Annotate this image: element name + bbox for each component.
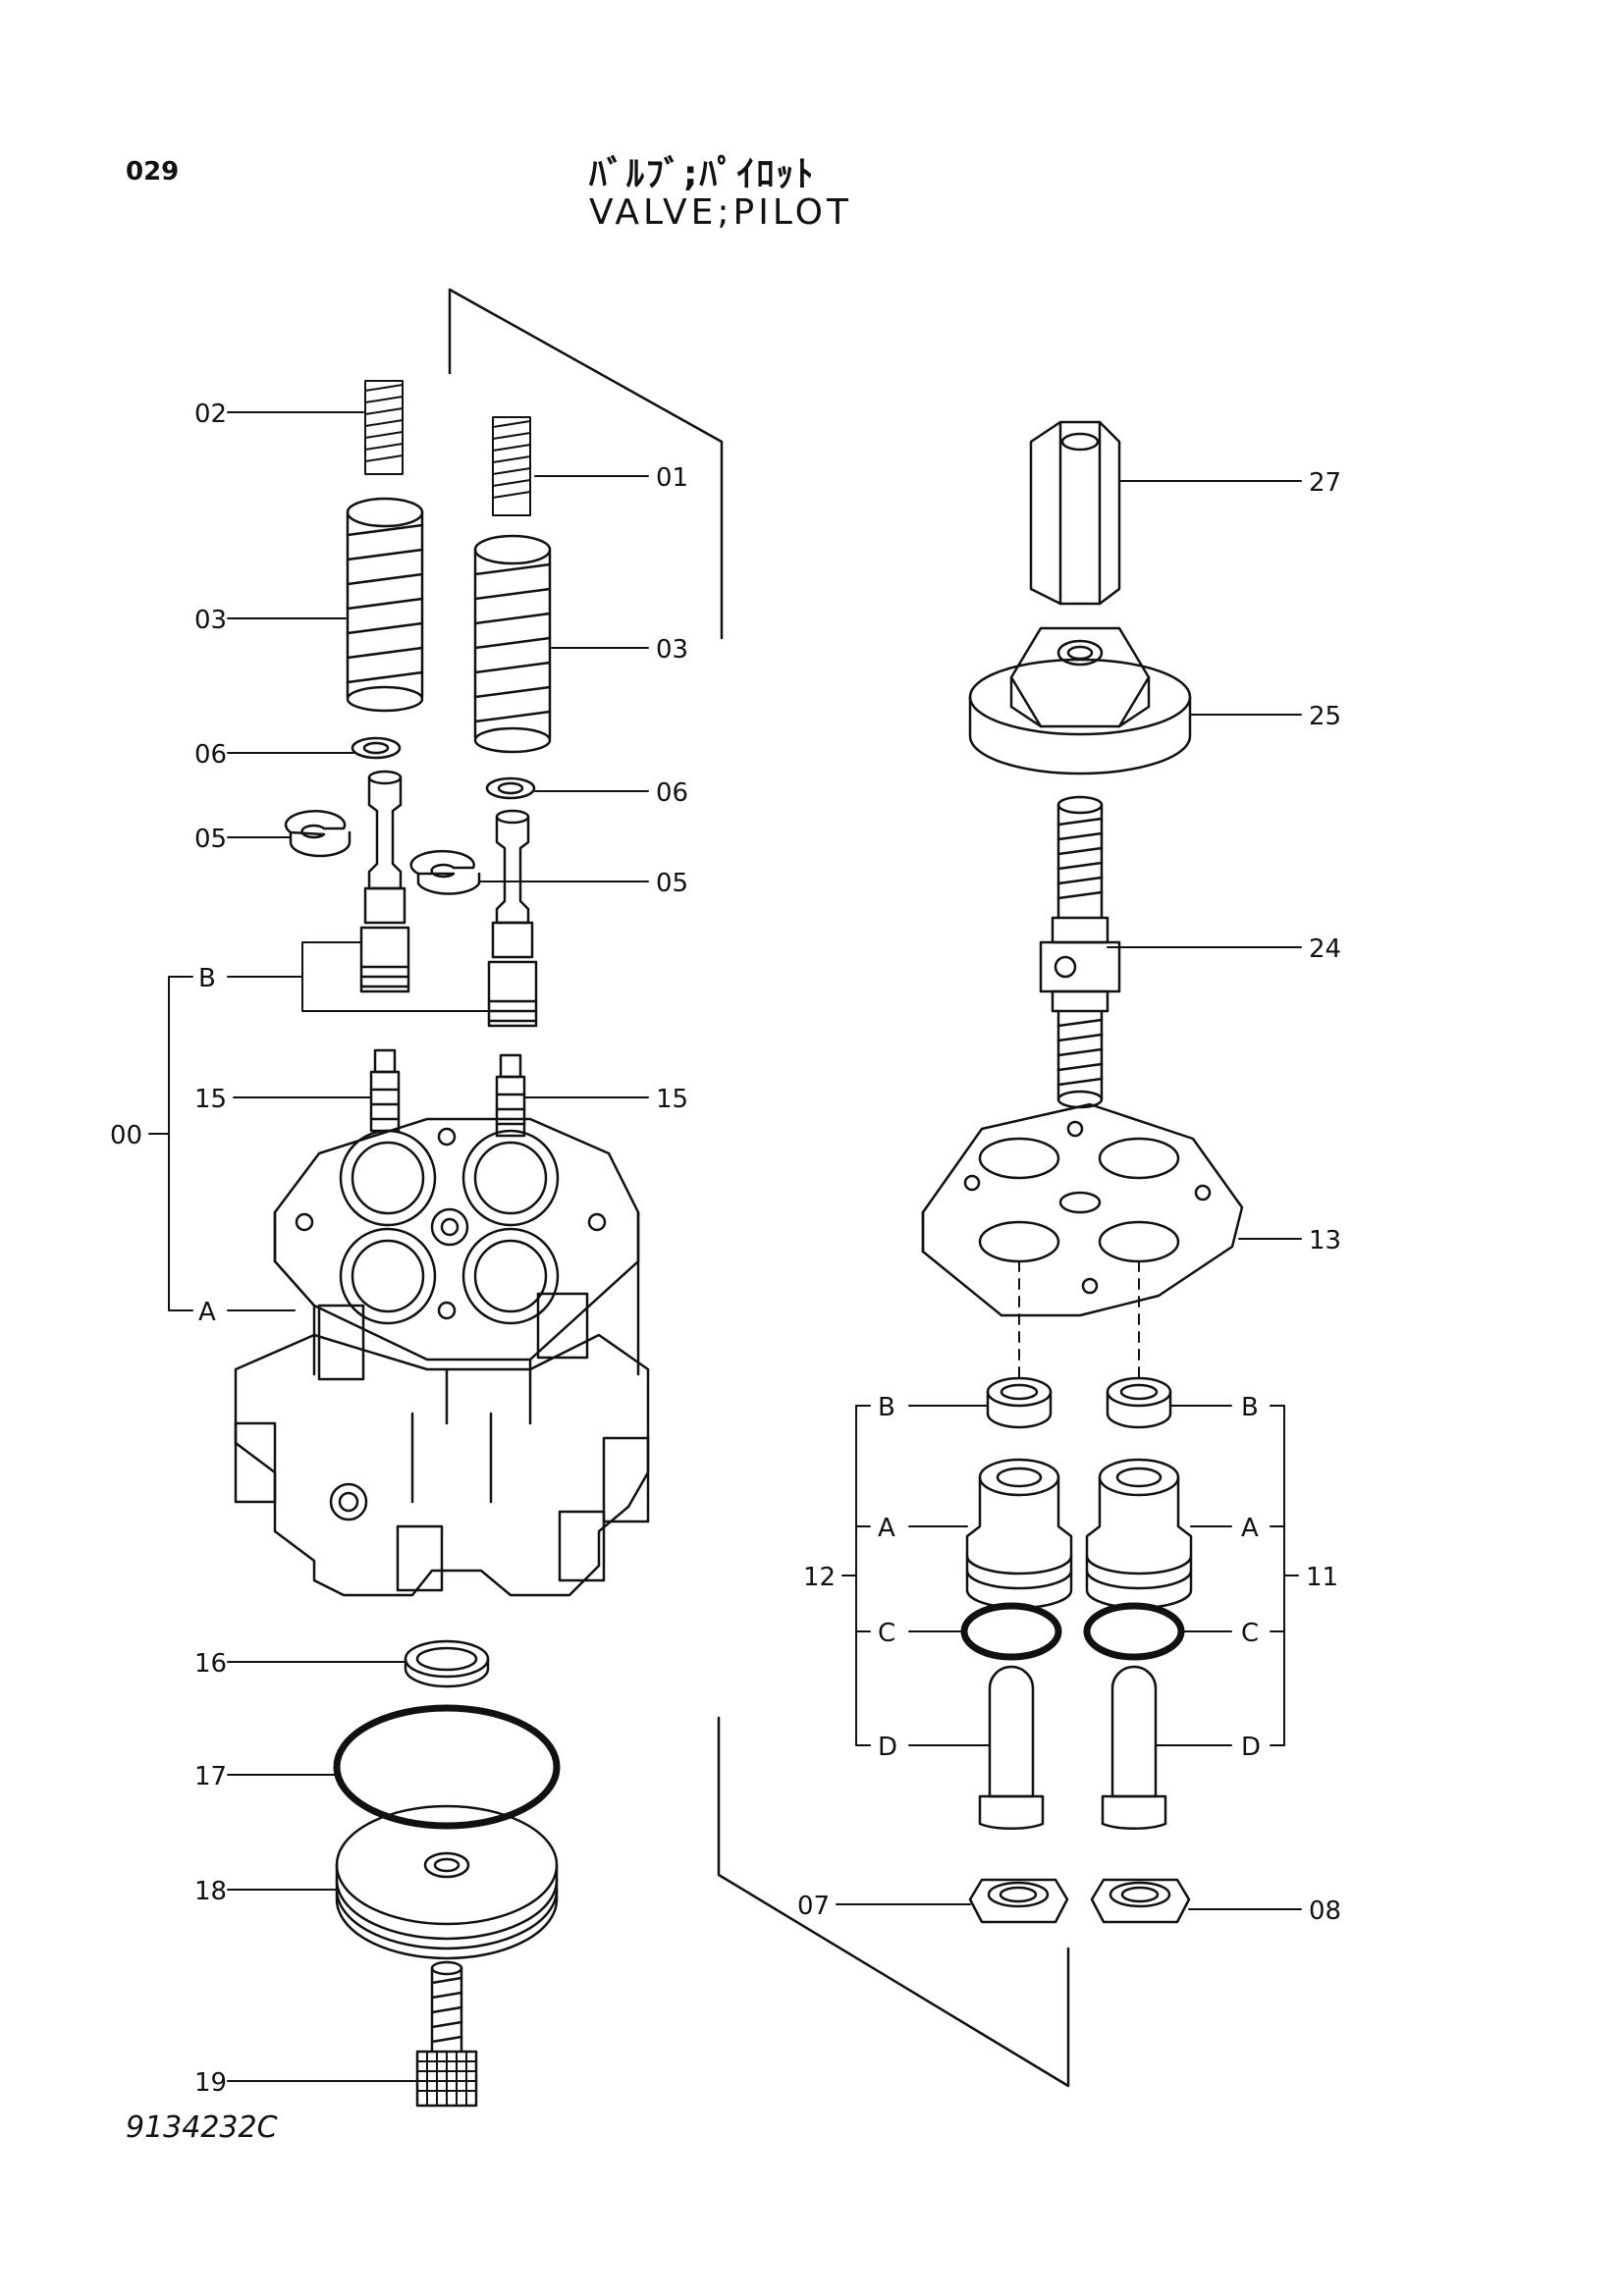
o-ring-c-12 [960, 1602, 1062, 1661]
label-sub-d-11: D [1241, 1733, 1261, 1762]
label-part-19: 19 [194, 2068, 227, 2098]
title-japanese: ﾊﾞﾙﾌﾞ;ﾊﾟｲﾛｯﾄ [589, 154, 816, 194]
seal-16 [404, 1639, 490, 1688]
drawing-number: 9134232C [126, 2110, 278, 2145]
group-bracket-top [448, 288, 724, 640]
small-spring-02 [364, 380, 404, 475]
label-part-15-right: 15 [656, 1085, 688, 1114]
small-spring-01 [492, 416, 531, 516]
label-sub-a-11: A [1241, 1514, 1259, 1543]
label-part-24: 24 [1309, 934, 1341, 964]
label-sub-a-left: A [198, 1298, 216, 1327]
label-part-16: 16 [194, 1649, 227, 1679]
label-part-11: 11 [1306, 1563, 1338, 1592]
label-part-06-right: 06 [656, 778, 688, 808]
label-sub-d-12: D [878, 1733, 897, 1762]
title-english: VALVE;PILOT [589, 192, 852, 233]
coupling-27 [1029, 420, 1121, 606]
plug-18 [335, 1804, 559, 1960]
plunger-d-11 [1101, 1665, 1167, 1831]
page-number: 029 [126, 157, 180, 187]
nut-08 [1090, 1878, 1191, 1924]
washer-06-left [351, 736, 402, 760]
label-part-06-left: 06 [194, 740, 227, 770]
label-part-07: 07 [797, 1892, 830, 1921]
spool-b-left [359, 770, 410, 993]
label-sub-c-12: C [878, 1619, 895, 1648]
nut-25 [968, 626, 1192, 775]
pin-15-right [495, 1053, 526, 1138]
label-part-00: 00 [110, 1121, 142, 1150]
plate-13 [921, 1102, 1244, 1385]
o-ring-17 [333, 1704, 561, 1830]
shim-05-left [284, 810, 352, 858]
label-part-03-left: 03 [194, 606, 227, 635]
leader-lines [148, 411, 1302, 2082]
label-part-25: 25 [1309, 702, 1341, 731]
label-sub-a-12: A [878, 1514, 895, 1543]
screw-19 [415, 1960, 478, 2108]
sleeve-a-12 [965, 1458, 1073, 1610]
valve-casing [234, 1117, 650, 1597]
label-sub-b-12: B [878, 1393, 895, 1422]
nut-07 [968, 1878, 1069, 1924]
label-part-18: 18 [194, 1877, 227, 1906]
label-part-27: 27 [1309, 468, 1341, 498]
label-part-01: 01 [656, 463, 688, 493]
o-ring-c-11 [1083, 1602, 1185, 1661]
seat-b-12 [986, 1376, 1053, 1429]
large-spring-03-right [473, 534, 552, 754]
spool-b-right [487, 809, 538, 1028]
label-part-12: 12 [803, 1563, 836, 1592]
large-spring-03-left [346, 497, 424, 713]
label-sub-c-11: C [1241, 1619, 1259, 1648]
group-bracket-bottom [717, 1716, 1070, 2088]
label-part-02: 02 [194, 400, 227, 429]
plunger-d-12 [978, 1665, 1045, 1831]
rod-24 [1039, 795, 1121, 1109]
sleeve-a-11 [1085, 1458, 1193, 1610]
label-part-17: 17 [194, 1762, 227, 1791]
label-part-03-right: 03 [656, 635, 688, 665]
label-part-05-right: 05 [656, 869, 688, 898]
washer-06-right [485, 776, 536, 800]
label-part-08: 08 [1309, 1896, 1341, 1926]
label-part-05-left: 05 [194, 825, 227, 854]
label-sub-b-11: B [1241, 1393, 1259, 1422]
label-part-13: 13 [1309, 1226, 1341, 1255]
label-sub-b-left: B [198, 964, 216, 993]
shim-05-right [409, 849, 481, 895]
pin-15-left [369, 1048, 401, 1133]
label-part-15-left: 15 [194, 1085, 227, 1114]
seat-b-11 [1106, 1376, 1172, 1429]
